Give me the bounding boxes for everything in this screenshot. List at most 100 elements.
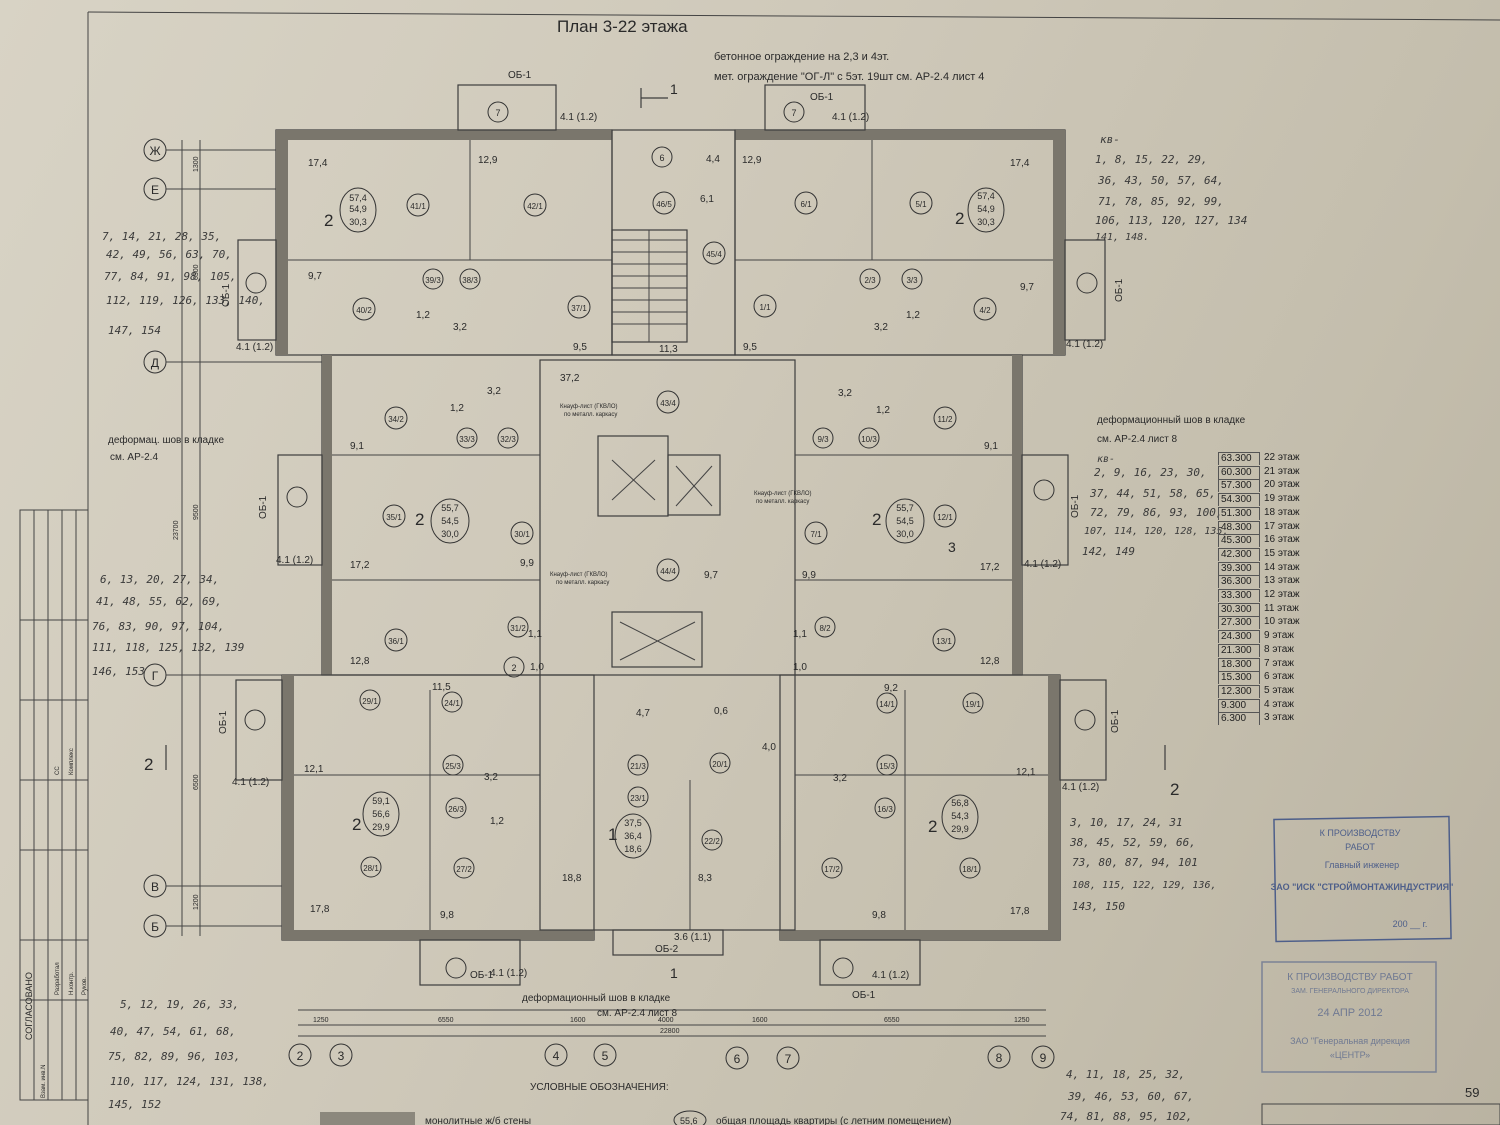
section-2-label: 2 [1170, 780, 1179, 799]
room-area: 3,2 [833, 773, 847, 784]
room-mark: 2 [511, 663, 516, 673]
room-area: 3,2 [838, 388, 852, 399]
room-mark: 32/3 [500, 435, 516, 444]
room-mark: 16/3 [877, 805, 893, 814]
room-area: 9,9 [520, 558, 534, 569]
room-area: 18,8 [562, 873, 582, 884]
axis-label: 2 [297, 1049, 304, 1063]
wall-bl-left [282, 675, 294, 940]
stamp-text: «ЦЕНТР» [1330, 1050, 1370, 1060]
balcony-area: 4.1 (1.2) [832, 112, 869, 123]
stamp-text: К ПРОИЗВОДСТВУ РАБОТ [1287, 972, 1412, 983]
level-height: 60.300 [1218, 465, 1260, 479]
level-floor: 3 этаж [1264, 712, 1294, 724]
balcony-label: ОБ-2 [655, 944, 679, 955]
room-area: 9,1 [984, 441, 998, 452]
room-area: 3,2 [453, 322, 467, 333]
joint-note: см. АР-2.4 [110, 452, 158, 463]
balcony-area: 4.1 (1.2) [1062, 782, 1099, 793]
balcony-right-bottom [1059, 679, 1107, 781]
level-height: 33.300 [1218, 589, 1260, 602]
room-mark: 37/1 [571, 304, 587, 313]
room-mark: 31/2 [510, 624, 526, 633]
hand-line: 111, 118, 125, 132, 139 [92, 641, 244, 654]
approval-stamp-2: К ПРОИЗВОДСТВУ РАБОТ ЗАМ. ГЕНЕРАЛЬНОГО Д… [1261, 961, 1437, 1073]
balcony-label: ОБ-1 [1070, 494, 1081, 518]
level-floor: 21 этаж [1264, 465, 1300, 477]
level-row: 39.300 14 этаж [1218, 561, 1308, 575]
legend-item: общая площадь квартиры (с летним помещен… [716, 1115, 951, 1125]
apartment-living-area: 29,9 [372, 822, 390, 832]
room-mark: 35/1 [386, 513, 402, 522]
room-area: 1,2 [490, 816, 504, 827]
room-area: 9,5 [743, 342, 757, 353]
hand-line: 42, 49, 56, 63, 70, [106, 248, 232, 261]
room-marks: 7 6 46/5 7 41/1 42/1 45/4 6/1 5/1 40/2 3… [352, 101, 997, 879]
room-area: 17,2 [980, 562, 1000, 573]
handwritten-notes: кв- 1, 8, 15, 22, 29, 36, 43, 50, 57, 64… [92, 133, 1247, 1123]
room-area: 12,8 [980, 656, 1000, 667]
axis-label: 3 [338, 1049, 345, 1063]
room-mark: 3/3 [906, 276, 918, 285]
room-mark: 10/3 [861, 435, 877, 444]
gklvo-note: по металл. каркасу [564, 412, 617, 418]
level-floor: 14 этаж [1264, 561, 1300, 573]
gklvo-note: Кнауф-лист (ГКВЛО) [754, 491, 812, 497]
balcony-area: 4.1 (1.2) [560, 112, 597, 123]
room-mark: 34/2 [388, 415, 404, 424]
hand-line: 40, 47, 54, 61, 68, [110, 1025, 236, 1038]
room-area: 17,4 [308, 158, 328, 169]
hand-line: 72, 79, 86, 93, 100, [1090, 506, 1222, 519]
legend-item: монолитные ж/б стены [425, 1115, 531, 1125]
stamp-date: 24 АПР 2012 [1317, 1007, 1382, 1019]
level-height: 36.300 [1218, 575, 1260, 589]
hand-line: 142, 149 [1082, 545, 1135, 558]
room-mark: 9/3 [817, 435, 829, 444]
level-height: 39.300 [1218, 561, 1260, 575]
level-height: 21.300 [1218, 643, 1260, 657]
fence-note-1: бетонное ограждение на 2,3 и 4эт. [714, 51, 889, 63]
level-height: 15.300 [1218, 671, 1260, 685]
balcony-label: ОБ-1 [852, 990, 876, 1001]
block-bottom-left [281, 674, 595, 941]
level-floor: 10 этаж [1264, 616, 1300, 628]
room-mark: 11/2 [938, 415, 954, 424]
hand-line: 73, 80, 87, 94, 101 [1072, 856, 1198, 869]
room-mark: 8/2 [819, 624, 831, 633]
hand-line: 2, 9, 16, 23, 30, [1094, 466, 1207, 479]
balcony-label: ОБ-1 [810, 92, 834, 103]
level-floor: 16 этаж [1264, 534, 1300, 546]
hand-line: 39, 46, 53, 60, 67, [1067, 1090, 1194, 1103]
room-mark: 14/1 [879, 700, 895, 709]
room-mark: 43/4 [660, 399, 676, 408]
room-area: 1,2 [876, 405, 890, 416]
room-mark: 36/1 [388, 637, 404, 646]
level-floor: 18 этаж [1264, 506, 1300, 518]
wall-tl-top [276, 130, 612, 140]
level-row: 15.300 6 этаж [1218, 671, 1308, 685]
row-axes: Ж Е Д Г В Б [143, 138, 322, 938]
apartment-area: 36,4 [624, 831, 642, 841]
room-area: 12,9 [742, 155, 762, 166]
level-floor: 6 этаж [1264, 671, 1294, 683]
title-block [1261, 1103, 1500, 1125]
dim-label: 6500 [193, 774, 200, 790]
room-mark: 45/4 [706, 250, 722, 259]
wall-tr-right [1053, 130, 1065, 355]
room-area: 9,8 [872, 910, 886, 921]
level-height: 9.300 [1218, 698, 1260, 712]
gklvo-note: по металл. каркасу [756, 499, 809, 505]
dim-label: 1300 [193, 156, 200, 172]
room-area: 3,2 [484, 772, 498, 783]
wall-mid-right [1012, 355, 1022, 675]
axis-label: 6 [734, 1052, 741, 1066]
axis-label: Ж [149, 144, 160, 158]
elevator-shaft-1 [597, 435, 669, 517]
